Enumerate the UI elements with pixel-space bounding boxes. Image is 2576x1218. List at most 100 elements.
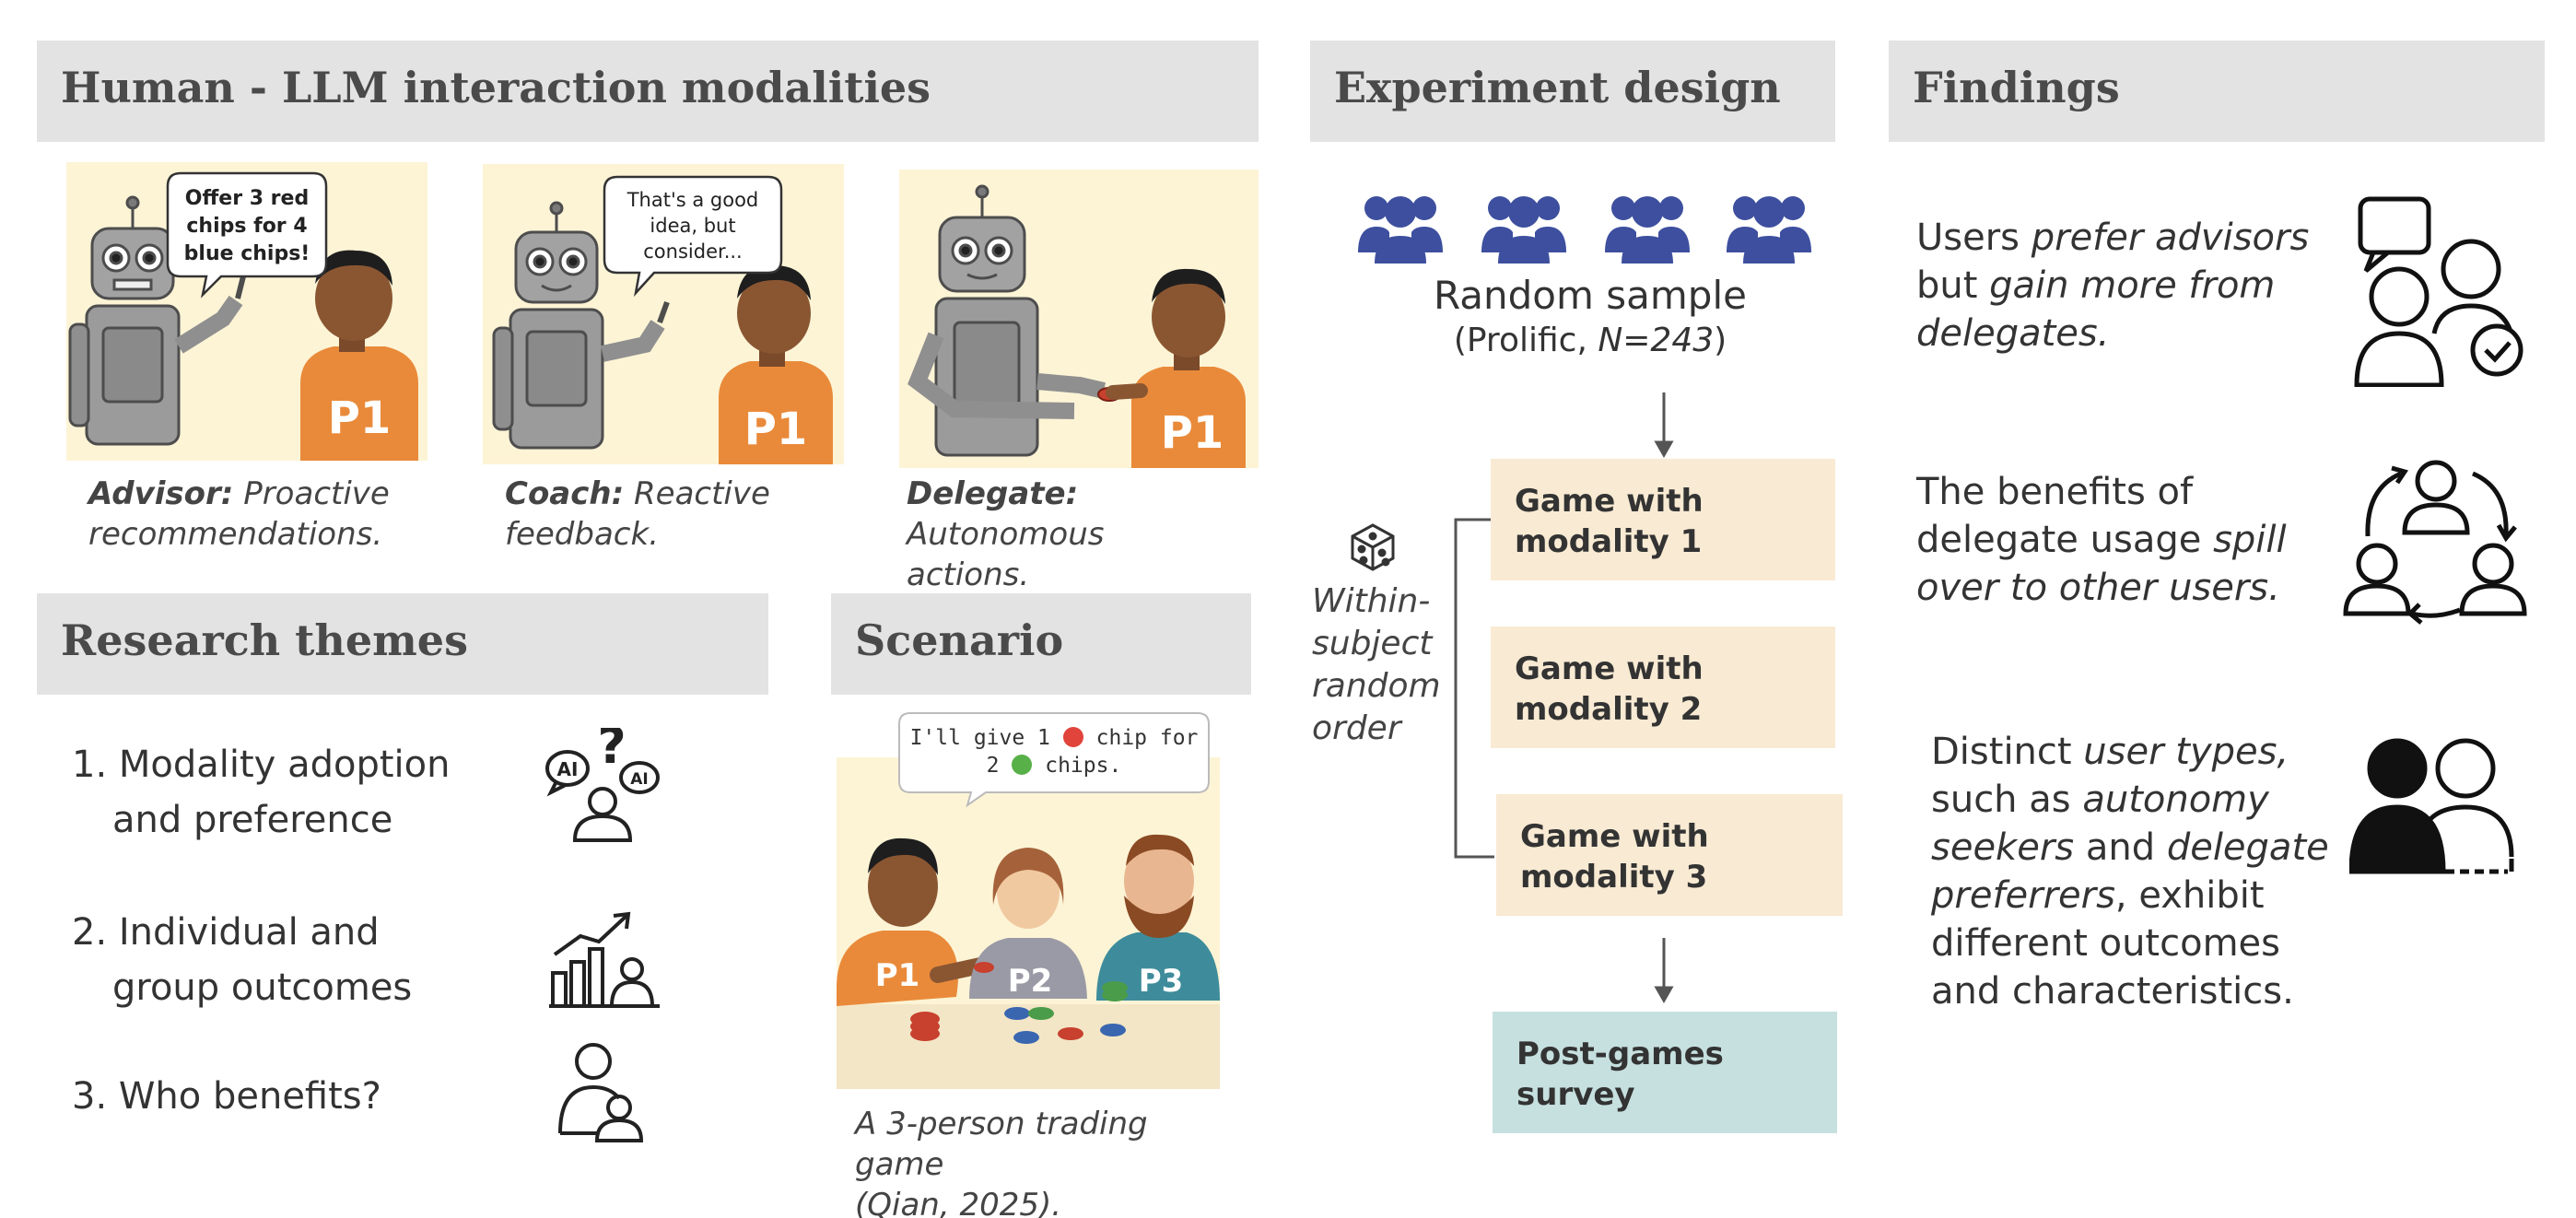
- person-p1: P1: [719, 264, 833, 464]
- advisor-desc-2: recommendations.: [88, 516, 383, 553]
- delegate-scene: P1: [899, 170, 1259, 468]
- bubble-line-2: idea, but: [650, 215, 735, 237]
- game-box-2: Game with modality 2: [1491, 627, 1835, 748]
- ai-label-2: AI: [630, 770, 648, 789]
- p1-shirt-label: P1: [744, 404, 808, 455]
- group-icon: [1727, 196, 1811, 264]
- bracket-line: [1454, 518, 1494, 859]
- p1-shirt-label: P1: [1161, 407, 1224, 459]
- svg-text:?: ?: [597, 728, 626, 775]
- findings-header: Findings: [1889, 41, 2545, 142]
- person-p1: P1: [300, 250, 418, 461]
- flow-connectors: [1454, 392, 1674, 1004]
- chip-stacks: [910, 962, 1128, 1044]
- group-icon: [1358, 196, 1443, 264]
- finding-text-segment: and: [2074, 826, 2167, 869]
- finding-text-segment: Distinct: [1931, 731, 2084, 773]
- sample-detail-pre: (Prolific,: [1453, 322, 1598, 359]
- themes-title: Research themes: [61, 615, 468, 665]
- scenario-illustration: P1 P2 P3: [837, 757, 1220, 1089]
- experiment-title: Experiment design: [1334, 63, 1781, 112]
- bubble-part-2: chip for: [1095, 726, 1199, 750]
- person-p3: P3: [1096, 834, 1220, 1001]
- bubble-part-3: 2: [986, 754, 1000, 778]
- coach-illustration: P1 That's a good idea, but consider...: [483, 164, 844, 464]
- game-2-line-1: Game with: [1515, 650, 1704, 687]
- bar-chart-growth-person-icon: [547, 908, 662, 1008]
- game-box-3: Game with modality 3: [1496, 794, 1843, 916]
- game-1-line-2: modality 1: [1515, 523, 1703, 560]
- bubble-line-2: chips for 4: [186, 215, 307, 238]
- finding-text-segment: autonomy: [2082, 779, 2269, 821]
- findings-title: Findings: [1913, 63, 2120, 112]
- bubble-part-1: I'll give 1: [909, 726, 1050, 750]
- finding-text-segment: delegates.: [1916, 312, 2110, 355]
- group-icon: [1605, 196, 1690, 264]
- person-p1: P1: [1106, 268, 1246, 468]
- finding-text-segment: Users: [1916, 217, 2032, 259]
- green-chip-icon: [1012, 755, 1033, 775]
- ai-question-person-icon: AI ? AI: [544, 728, 663, 842]
- advisor-desc-1: Proactive: [233, 475, 390, 512]
- modalities-header: Human - LLM interaction modalities: [37, 41, 1259, 142]
- sample-n: N=243: [1598, 322, 1715, 359]
- modalities-title: Human - LLM interaction modalities: [61, 63, 931, 112]
- advisor-caption: Advisor: Proactive recommendations.: [88, 474, 439, 555]
- finding-text-segment: gain more from: [1989, 264, 2276, 307]
- advisor-name: Advisor:: [88, 475, 234, 512]
- arrow-down-icon: [1654, 938, 1674, 1004]
- arrow-down-icon: [1654, 392, 1674, 459]
- sample-line-1: Random sample: [1434, 273, 1747, 318]
- trading-scene: P1 P2 P3: [837, 757, 1220, 1089]
- order-line-3: random: [1312, 667, 1441, 705]
- parent-child-icon: [553, 1041, 650, 1142]
- finding-text-segment: , exhibit: [2114, 874, 2265, 917]
- scenario-caption-2: (Qian, 2025).: [855, 1187, 1062, 1218]
- scenario-speech-bubble: I'll give 1 chip for 2 chips.: [897, 711, 1211, 807]
- order-line-4: order: [1312, 709, 1401, 747]
- sample-label: Random sample: [1349, 273, 1832, 319]
- finding-text-segment: prefer advisors: [2031, 217, 2310, 259]
- theme-2-line-2: group outcomes: [112, 966, 413, 1009]
- p3-label: P3: [1139, 963, 1184, 1000]
- order-label: Within- subject random order: [1312, 580, 1469, 750]
- scenario-header: Scenario: [831, 593, 1251, 695]
- bubble-line-1: Offer 3 red: [185, 187, 309, 210]
- red-chip-icon: [1062, 727, 1083, 747]
- p1-label: P1: [875, 957, 920, 994]
- bubble-line-3: blue chips!: [184, 242, 310, 265]
- finding-text-segment: delegate: [2166, 826, 2329, 869]
- coach-desc-1: Reactive: [624, 475, 770, 512]
- finding-text-segment: preferrers: [1931, 874, 2115, 917]
- advisor-scene: P1 Offer 3 red chips for 4 blue chips!: [66, 162, 427, 461]
- theme-2-line-1: 2. Individual and: [72, 911, 380, 954]
- finding-text-segment: different outcomes: [1931, 922, 2280, 965]
- ai-label-1: AI: [557, 758, 579, 780]
- finding-text-segment: but: [1916, 264, 1990, 307]
- robot-figure: [68, 195, 246, 446]
- advisor-illustration: P1 Offer 3 red chips for 4 blue chips!: [66, 162, 427, 461]
- speech-bubble: That's a good idea, but consider...: [603, 175, 783, 298]
- finding-1: Users prefer advisors but gain more from d…: [1916, 214, 2322, 357]
- survey-line-2: survey: [1516, 1076, 1635, 1113]
- finding-text-segment: over to other users.: [1916, 567, 2280, 609]
- speech-bubble: Offer 3 red chips for 4 blue chips!: [166, 171, 328, 299]
- chat-users-check-icon: [2351, 195, 2530, 387]
- delegate-name: Delegate:: [907, 475, 1079, 512]
- person-p1: P1: [837, 837, 989, 1006]
- game-2-line-2: modality 2: [1515, 691, 1703, 728]
- bubble-part-4: chips.: [1045, 754, 1122, 778]
- dice-icon: [1347, 521, 1399, 573]
- delegate-desc-1: Autonomous: [907, 516, 1105, 553]
- sample-detail: (Prolific, N=243): [1349, 321, 1832, 361]
- delegate-caption: Delegate: Autonomous actions.: [907, 474, 1275, 595]
- theme-3: 3. Who benefits?: [72, 1069, 505, 1124]
- order-line-1: Within-: [1312, 582, 1431, 620]
- finding-text-segment: seekers: [1931, 826, 2075, 869]
- scenario-caption-1: A 3-person trading game: [855, 1106, 1148, 1183]
- finding-text-segment: spill: [2213, 519, 2287, 561]
- theme-1-line-1: 1. Modality adoption: [72, 744, 451, 786]
- survey-box: Post-games survey: [1493, 1012, 1837, 1133]
- bubble-line-3: consider...: [643, 240, 742, 263]
